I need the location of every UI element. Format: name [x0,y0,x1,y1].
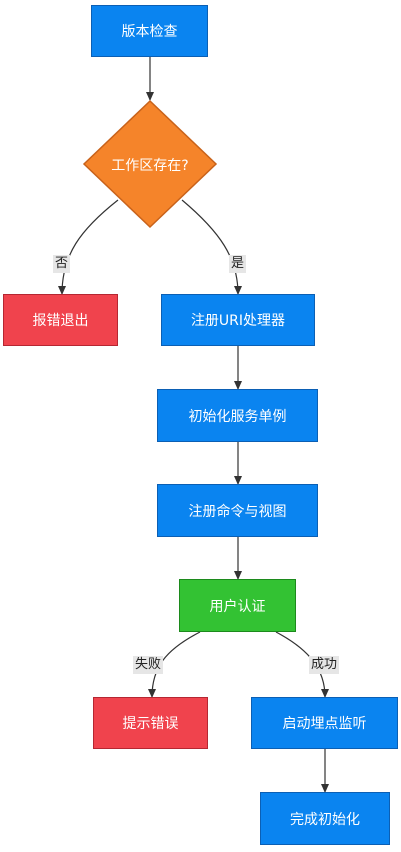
edge-label-success: 成功 [309,656,340,674]
node-user-auth: 用户认证 [179,579,296,632]
edge-decision-no [58,199,119,295]
edge-label-fail: 失败 [133,656,164,674]
decision-diamond [82,99,218,229]
node-show-error-label: 提示错误 [122,716,179,732]
node-workspace-exists-label: 工作区存在? [111,158,189,174]
node-register-commands: 注册命令与视图 [157,484,318,537]
node-start-tracking: 启动埋点监听 [251,697,398,749]
node-init-done-label: 完成初始化 [290,811,360,828]
edge-label-yes: 是 [229,255,247,273]
node-version-check-label: 版本检查 [121,24,178,40]
node-init-done: 完成初始化 [260,792,390,845]
edge-decision-yes [181,199,242,295]
node-show-error: 提示错误 [93,697,208,749]
node-error-exit-label: 报错退出 [32,313,89,329]
node-error-exit: 报错退出 [3,294,118,346]
node-register-uri: 注册URI处理器 [161,294,315,346]
node-init-services-label: 初始化服务单例 [188,408,287,425]
node-register-commands-label: 注册命令与视图 [188,503,287,520]
node-register-uri-label: 注册URI处理器 [190,313,286,329]
edge-label-no: 否 [53,255,71,273]
node-init-services: 初始化服务单例 [157,389,318,442]
node-start-tracking-label: 启动埋点监听 [282,716,367,732]
node-user-auth-label: 用户认证 [209,598,266,615]
node-version-check: 版本检查 [91,5,208,57]
